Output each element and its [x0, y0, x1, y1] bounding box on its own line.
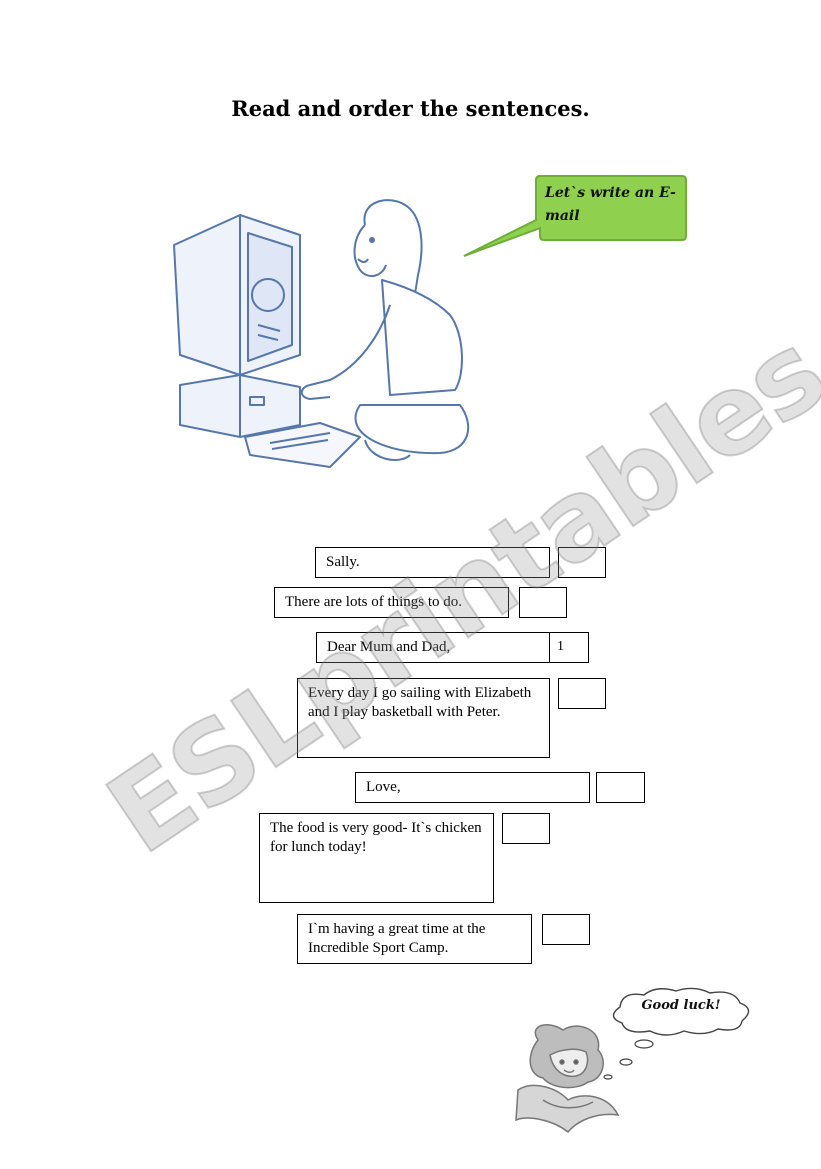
page-title: Read and order the sentences.: [231, 96, 590, 121]
sentence-box-food: The food is very good- It`s chicken for …: [259, 813, 494, 903]
thought-bubble: [603, 987, 750, 1080]
speech-bubble: [463, 175, 687, 257]
order-box-food[interactable]: [502, 813, 550, 844]
thought-bubble-text: Good luck!: [641, 998, 721, 1013]
speech-bubble-text: Let`s write an E-mail: [545, 185, 676, 224]
order-box-love[interactable]: [596, 772, 645, 803]
sentence-box-dear-mum-dad: Dear Mum and Dad,: [316, 632, 550, 663]
order-box-dear-mum-dad[interactable]: 1: [549, 632, 589, 663]
sentence-box-great-time: I`m having a great time at the Incredibl…: [297, 914, 532, 964]
sentence-box-lots-of-things: There are lots of things to do.: [274, 587, 509, 618]
fairy-illustration: [515, 1024, 620, 1134]
order-box-great-time[interactable]: [542, 914, 590, 945]
order-box-lots-of-things[interactable]: [519, 587, 567, 618]
order-box-sally[interactable]: [558, 547, 606, 578]
sentence-box-every-day: Every day I go sailing with Elizabeth an…: [297, 678, 550, 758]
girl-at-computer-illustration: [173, 199, 470, 468]
order-box-every-day[interactable]: [558, 678, 606, 709]
sentence-box-love: Love,: [355, 772, 590, 803]
sentence-box-sally: Sally.: [315, 547, 550, 578]
